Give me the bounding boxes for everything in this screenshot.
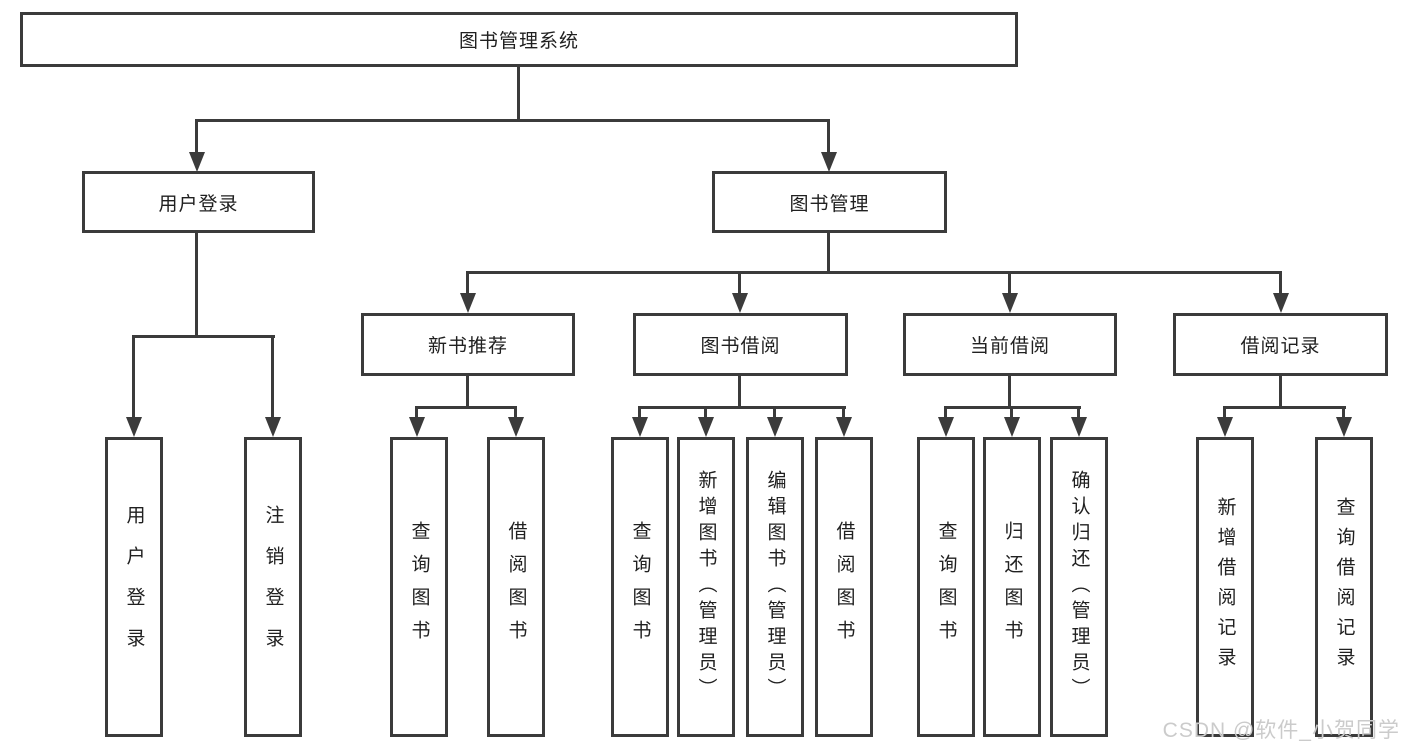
node-book-management: 图书管理 bbox=[712, 171, 947, 233]
node-label: 当前借阅 bbox=[969, 336, 1050, 357]
connector-new-book-stem bbox=[466, 375, 469, 409]
leaf-add-books-admin: 新增图书（管理员） bbox=[677, 437, 735, 737]
connector-book-borrow-bar bbox=[639, 406, 846, 409]
connector-user-login-stem bbox=[195, 232, 198, 338]
arrow-to-book-borrow bbox=[738, 271, 741, 293]
leaf-label: 查询图书 bbox=[629, 521, 651, 653]
leaf-query-borrow-record: 查询借阅记录 bbox=[1315, 437, 1373, 737]
connector-root-bar bbox=[196, 119, 830, 122]
connector-book-borrow-stem bbox=[738, 375, 741, 409]
leaf-confirm-return-admin: 确认归还（管理员） bbox=[1050, 437, 1108, 737]
leaf-edit-books-admin: 编辑图书（管理员） bbox=[746, 437, 804, 737]
arrow-to-leaf-user-login bbox=[132, 335, 135, 417]
node-label: 用户登录 bbox=[158, 193, 239, 215]
leaf-label: 查询借阅记录 bbox=[1333, 497, 1355, 677]
leaf-label: 注销登录 bbox=[262, 505, 284, 669]
arrow-records-query bbox=[1342, 406, 1345, 417]
arrow-current-return bbox=[1010, 406, 1013, 417]
leaf-add-borrow-record: 新增借阅记录 bbox=[1196, 437, 1254, 737]
arrow-to-book-management bbox=[827, 119, 830, 152]
node-label: 图书借阅 bbox=[700, 336, 781, 357]
arrow-to-current-borrow bbox=[1008, 271, 1011, 293]
node-label: 图书管理系统 bbox=[458, 31, 579, 52]
leaf-label: 编辑图书（管理员） bbox=[764, 470, 786, 704]
leaf-current-query-books: 查询图书 bbox=[917, 437, 975, 737]
connector-records-stem bbox=[1279, 375, 1282, 409]
leaf-label: 确认归还（管理员） bbox=[1068, 470, 1090, 704]
node-user-login-group: 用户登录 bbox=[82, 171, 315, 233]
leaf-label: 新增图书（管理员） bbox=[695, 470, 717, 704]
connector-new-book-bar bbox=[416, 406, 517, 409]
arrow-new-book-query bbox=[415, 406, 418, 417]
node-label: 新书推荐 bbox=[427, 336, 508, 357]
connector-book-mgmt-bar bbox=[467, 271, 1282, 274]
arrow-to-leaf-logout bbox=[271, 335, 274, 417]
leaf-label: 新增借阅记录 bbox=[1214, 497, 1236, 677]
arrow-new-book-borrow bbox=[514, 406, 517, 417]
watermark: CSDN @软件_小贺同学 bbox=[1162, 719, 1400, 742]
node-current-borrow: 当前借阅 bbox=[903, 313, 1117, 376]
arrow-borrow-add bbox=[704, 406, 707, 417]
node-library-management-system: 图书管理系统 bbox=[20, 12, 1018, 67]
leaf-borrow-query-books: 查询图书 bbox=[611, 437, 669, 737]
node-new-book-recommend: 新书推荐 bbox=[361, 313, 575, 376]
leaf-recommend-borrow-books: 借阅图书 bbox=[487, 437, 545, 737]
node-label: 借阅记录 bbox=[1240, 336, 1321, 357]
arrow-to-borrow-records bbox=[1279, 271, 1282, 293]
arrow-borrow-query bbox=[638, 406, 641, 417]
leaf-logout: 注销登录 bbox=[244, 437, 302, 737]
arrow-records-add bbox=[1223, 406, 1226, 417]
leaf-user-login: 用户登录 bbox=[105, 437, 163, 737]
node-borrow-records: 借阅记录 bbox=[1173, 313, 1388, 376]
leaf-label: 用户登录 bbox=[123, 505, 145, 669]
arrow-borrow-edit bbox=[773, 406, 776, 417]
connector-records-bar bbox=[1224, 406, 1346, 409]
leaf-return-books: 归还图书 bbox=[983, 437, 1041, 737]
leaf-label: 借阅图书 bbox=[505, 521, 527, 653]
leaf-label: 借阅图书 bbox=[833, 521, 855, 653]
connector-user-login-bar bbox=[133, 335, 275, 338]
leaf-label: 查询图书 bbox=[935, 521, 957, 653]
leaf-label: 查询图书 bbox=[408, 521, 430, 653]
node-book-borrow: 图书借阅 bbox=[633, 313, 848, 376]
leaf-borrow-books: 借阅图书 bbox=[815, 437, 873, 737]
arrow-to-new-book-recommend bbox=[466, 271, 469, 293]
connector-current-borrow-bar bbox=[945, 406, 1081, 409]
leaf-label: 归还图书 bbox=[1001, 521, 1023, 653]
connector-root-stem bbox=[517, 67, 520, 122]
connector-book-mgmt-stem bbox=[827, 232, 830, 274]
connector-current-borrow-stem bbox=[1008, 375, 1011, 409]
node-label: 图书管理 bbox=[789, 193, 870, 215]
arrow-current-confirm bbox=[1077, 406, 1080, 417]
leaf-recommend-query-books: 查询图书 bbox=[390, 437, 448, 737]
arrow-borrow-borrow bbox=[842, 406, 845, 417]
arrow-to-user-login bbox=[195, 119, 198, 152]
arrow-current-query bbox=[944, 406, 947, 417]
